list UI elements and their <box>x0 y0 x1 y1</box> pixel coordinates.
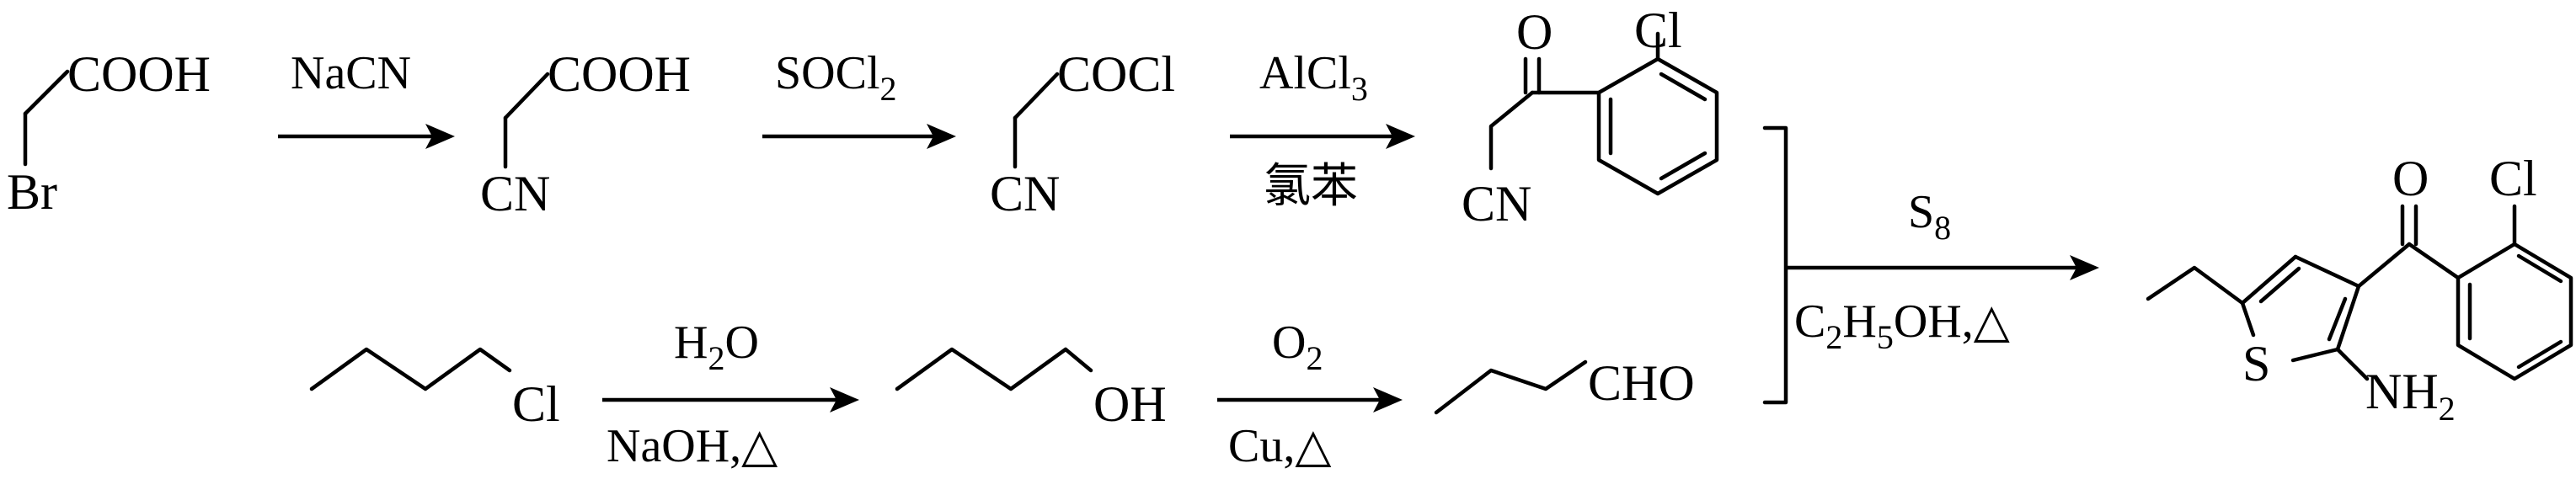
reagent-naoh-heat: NaOH,△ <box>607 420 778 472</box>
benzene-ring <box>2456 242 2573 381</box>
cocl-label: COCl <box>1057 46 1175 102</box>
reaction-arrow-6: S8 C2H5OH,△ <box>1786 186 2099 356</box>
bond <box>895 347 1093 391</box>
reagent-nacn: NaCN <box>291 47 411 99</box>
aromatic-bond <box>1659 72 1708 102</box>
cn-label: CN <box>990 166 1060 221</box>
thiophene-bond <box>2290 347 2340 363</box>
cyanoacetyl-chloride-structure: COCl CN <box>990 46 1175 221</box>
thiophene-bond <box>2327 296 2348 342</box>
bond <box>1434 359 1588 415</box>
bond <box>1013 72 1060 120</box>
cyanoacetic-acid-structure: COOH CN <box>480 46 691 221</box>
bond <box>1488 90 1535 171</box>
chlorobutane-structure: Cl <box>309 347 560 432</box>
aromatic-bond <box>2516 339 2563 370</box>
thiophene-bond <box>2240 301 2256 338</box>
carbonyl-o-label: O <box>1516 4 1553 60</box>
br-label: Br <box>7 164 57 220</box>
cl-label: Cl <box>1634 3 1682 58</box>
reagent-ethanol-heat: C2H5OH,△ <box>1794 295 2010 356</box>
reaction-arrow-3: AlCl3 氯苯 <box>1230 47 1415 213</box>
reagent-oxygen: O2 <box>1272 317 1323 377</box>
reaction-arrow-2: SOCl2 <box>762 47 956 149</box>
cl-label: Cl <box>512 376 560 432</box>
reaction-arrow-1: NaCN <box>278 47 455 149</box>
combining-bracket <box>1762 125 1788 405</box>
reaction-arrow-4: H2O NaOH,△ <box>602 317 859 472</box>
amino-label: NH2 <box>2365 364 2456 428</box>
bond <box>2356 242 2412 289</box>
aromatic-bond <box>2516 253 2563 284</box>
reagent-sulfur: S8 <box>1908 186 1951 247</box>
reagent-cu-heat: Cu,△ <box>1228 420 1331 472</box>
reagent-water: H2O <box>674 317 759 377</box>
bond <box>503 72 550 120</box>
bond <box>2335 347 2370 381</box>
sulfur-label: S <box>2242 336 2270 391</box>
benzene-ring <box>1596 56 1719 196</box>
reagent-chlorobenzene: 氯苯 <box>1264 161 1358 213</box>
carbonyl-o-label: O <box>2392 151 2429 206</box>
aromatic-bond <box>1659 151 1708 181</box>
bond <box>309 347 512 391</box>
cooh-label: COOH <box>548 46 691 102</box>
reagent-alcl3: AlCl3 <box>1259 47 1368 108</box>
product-structure: S NH2 O Cl <box>2146 151 2573 428</box>
bond <box>23 69 70 116</box>
reagent-socl2: SOCl2 <box>775 47 897 108</box>
butanol-structure: OH <box>895 347 1167 432</box>
thiophene-bond <box>2293 254 2361 289</box>
bond <box>2407 242 2461 280</box>
oh-label: OH <box>1093 376 1167 432</box>
butanal-structure: CHO <box>1434 355 1695 415</box>
cooh-label: COOH <box>67 46 211 102</box>
thiophene-bond <box>2335 284 2361 352</box>
cn-label: CN <box>480 166 550 221</box>
bromoacetic-acid-structure: COOH Br <box>7 46 211 220</box>
cn-label: CN <box>1462 176 1531 232</box>
bond <box>2146 265 2245 306</box>
ketonitrile-structure: O CN Cl <box>1462 3 1719 232</box>
thiophene-bond <box>2258 266 2301 304</box>
cl-label: Cl <box>2489 151 2537 206</box>
thiophene-bond <box>2240 254 2298 306</box>
reaction-arrow-5: O2 Cu,△ <box>1217 317 1403 472</box>
cho-label: CHO <box>1588 355 1695 411</box>
